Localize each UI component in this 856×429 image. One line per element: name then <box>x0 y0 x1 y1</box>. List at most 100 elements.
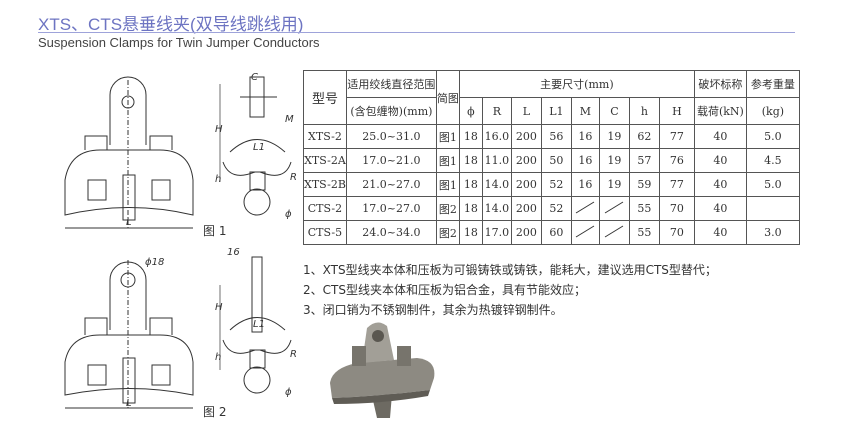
header-dim: L1 <box>540 97 572 125</box>
table-cell: 图2 <box>435 196 460 221</box>
header-model: 型号 <box>303 70 347 125</box>
table-cell <box>598 196 630 221</box>
table-cell: 图2 <box>435 220 460 245</box>
table-cell: 17.0~21.0 <box>345 148 437 173</box>
figure-1-front-drawing: L <box>64 76 194 230</box>
header-range: 适用绞线直径范围 <box>345 70 437 98</box>
table-cell: 52 <box>540 196 572 221</box>
table-cell <box>570 196 600 221</box>
table-cell: 70 <box>658 196 695 221</box>
page-title: XTS、CTS悬垂线夹(双导线跳线用) <box>38 15 304 34</box>
table-cell: 18 <box>458 148 483 173</box>
svg-text:M: M <box>285 114 294 125</box>
svg-text:ϕ: ϕ <box>285 209 292 220</box>
svg-text:L: L <box>126 398 132 409</box>
table-cell: 5.0 <box>745 172 800 197</box>
figure-2-side-drawing: 16 H h L1 R ϕ <box>215 247 297 398</box>
table-cell: 11.0 <box>481 148 512 173</box>
table-cell: 55 <box>628 196 660 221</box>
table-cell: 19 <box>598 124 630 149</box>
header-dims: 主要尺寸(mm) <box>458 70 695 98</box>
product-photo <box>330 322 435 418</box>
table-cell: 62 <box>628 124 660 149</box>
table-cell: 76 <box>658 148 695 173</box>
header-load: 破坏标称 <box>693 70 747 98</box>
svg-text:C: C <box>251 72 258 83</box>
table-cell: 200 <box>510 172 542 197</box>
table-cell: 50 <box>540 148 572 173</box>
table-cell: 图1 <box>435 148 460 173</box>
svg-text:16: 16 <box>227 247 240 258</box>
table-cell: 200 <box>510 124 542 149</box>
table-cell: 16 <box>570 148 600 173</box>
note: 3、闭口销为不锈钢制件，其余为热镀锌钢制件。 <box>303 303 563 317</box>
table-cell: 5.0 <box>745 124 800 149</box>
table-cell: 19 <box>598 148 630 173</box>
header-load-sub: 载荷(kN) <box>693 97 747 125</box>
table-cell: 17.0 <box>481 220 512 245</box>
header-dim: C <box>598 97 630 125</box>
header-dim: h <box>628 97 660 125</box>
header-range-sub: (含包缠物)(mm) <box>345 97 437 125</box>
svg-text:L: L <box>126 217 132 228</box>
header-dim: H <box>658 97 695 125</box>
table-cell: 18 <box>458 124 483 149</box>
table-cell: 55 <box>628 220 660 245</box>
table-cell: 70 <box>658 220 695 245</box>
notes: 1、XTS型线夹本体和压板为可锻铸铁或铸铁，能耗大，建议选用CTS型替代； 2、… <box>303 260 717 320</box>
header-dim: L <box>510 97 542 125</box>
svg-text:L1: L1 <box>253 142 265 153</box>
table-cell: 4.5 <box>745 148 800 173</box>
svg-text:H: H <box>215 124 223 135</box>
table-cell: 3.0 <box>745 220 800 245</box>
svg-text:h: h <box>215 352 221 363</box>
table-cell: 77 <box>658 124 695 149</box>
header-weight: 参考重量 <box>745 70 800 98</box>
table-cell: 18 <box>458 196 483 221</box>
svg-text:ϕ18: ϕ18 <box>145 257 164 268</box>
table-cell: 57 <box>628 148 660 173</box>
table-cell: 200 <box>510 148 542 173</box>
svg-text:h: h <box>215 174 221 185</box>
table-cell: 19 <box>598 172 630 197</box>
page-subtitle: Suspension Clamps for Twin Jumper Conduc… <box>38 35 320 50</box>
table-cell: 17.0~27.0 <box>345 196 437 221</box>
table-cell: 14.0 <box>481 172 512 197</box>
table-cell: 77 <box>658 172 695 197</box>
header-weight-sub: (kg) <box>745 97 800 125</box>
header-fig: 简图 <box>435 70 460 125</box>
figure-2-label: 图 2 <box>203 405 227 419</box>
table-cell: 16.0 <box>481 124 512 149</box>
svg-text:R: R <box>290 349 297 360</box>
header-dim: R <box>481 97 512 125</box>
table-cell: CTS-5 <box>303 220 347 245</box>
table-cell: 16 <box>570 172 600 197</box>
table-cell: XTS-2B <box>303 172 347 197</box>
table-cell: 40 <box>693 148 747 173</box>
svg-text:ϕ: ϕ <box>285 387 292 398</box>
figure-1-label: 图 1 <box>203 224 227 238</box>
table-cell: 图1 <box>435 124 460 149</box>
table-cell: CTS-2 <box>303 196 347 221</box>
table-cell: 200 <box>510 196 542 221</box>
table-cell: 18 <box>458 220 483 245</box>
table-cell: 59 <box>628 172 660 197</box>
table-cell: 40 <box>693 124 747 149</box>
svg-text:R: R <box>290 172 297 183</box>
table-cell: 60 <box>540 220 572 245</box>
table-cell: 14.0 <box>481 196 512 221</box>
note: 2、CTS型线夹本体和压板为铝合金，具有节能效应； <box>303 283 586 297</box>
header-dim: ϕ <box>458 97 483 125</box>
table-cell: 24.0~34.0 <box>345 220 437 245</box>
header-dim: M <box>570 97 600 125</box>
table-cell <box>598 220 630 245</box>
table-cell: XTS-2 <box>303 124 347 149</box>
table-cell: 21.0~27.0 <box>345 172 437 197</box>
figure-1-side-drawing: C M H h L1 R ϕ <box>215 72 297 220</box>
note: 1、XTS型线夹本体和压板为可锻铸铁或铸铁，能耗大，建议选用CTS型替代； <box>303 263 717 277</box>
svg-text:H: H <box>215 302 223 313</box>
